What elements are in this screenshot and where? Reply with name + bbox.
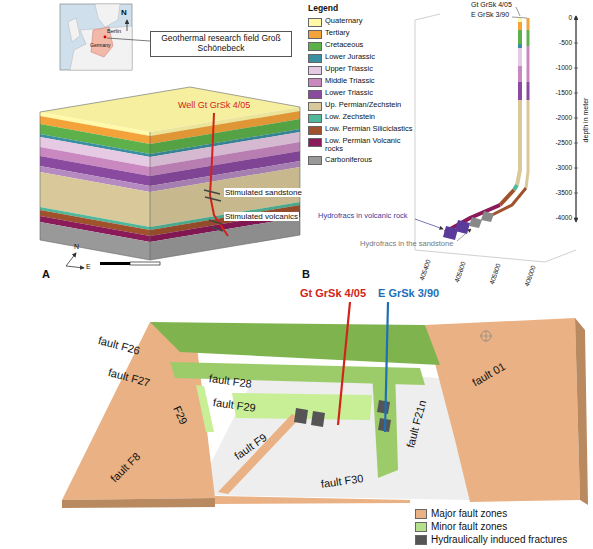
legend-text: Lower Jurassic [325, 53, 375, 61]
legend-text: Middle Triassic [325, 77, 375, 85]
depth-tick: -2000 [555, 114, 572, 121]
legend-text: Low. Zechstein [325, 113, 375, 121]
fault-model [62, 302, 588, 508]
stimulation-label: Stimulated volcanics [224, 212, 299, 221]
legend-text: Low. Permian Volcanic rocks [325, 137, 413, 154]
legend-text: Carboniferous [325, 156, 372, 164]
panel-letter: A [42, 268, 50, 281]
legend-swatch [415, 535, 427, 545]
city-label: Berlin [107, 28, 121, 34]
legend-text: Major fault zones [431, 508, 507, 519]
inset-map [60, 4, 150, 70]
legend-swatch [415, 509, 427, 519]
depth-tick: -3000 [555, 164, 572, 171]
easting-tick: 406000 [523, 265, 537, 288]
legend-swatch [308, 102, 322, 111]
well-label: E GrSk 3/90 [470, 11, 510, 19]
legend-text: Lower Triassic [325, 89, 373, 97]
legend-heading: Legend [308, 4, 338, 14]
compass-label: N [74, 243, 79, 251]
easting-tick: 405800 [488, 263, 502, 286]
fault-label: fault F21n [404, 399, 429, 450]
fault-label: F29 [171, 404, 190, 427]
legend-swatch [308, 54, 322, 63]
well-label: Well Gt GrSk 4/05 [178, 100, 250, 110]
legend-text: Up. Permian/Zechstein [325, 101, 401, 109]
legend-text: Hydraulically induced fractures [431, 534, 567, 545]
legend-swatch [308, 138, 322, 147]
country-label: Germany [90, 43, 111, 49]
legend-text: Low. Permian Siliciclastics [325, 125, 413, 133]
fault-label: fault F28 [208, 372, 252, 390]
legend-swatch [308, 30, 322, 39]
legend-swatch [308, 114, 322, 123]
legend-swatch [415, 522, 427, 532]
north-label: N [121, 8, 127, 17]
legend-text: Upper Triassic [325, 65, 373, 73]
depth-tick: -500 [559, 39, 572, 46]
legend-text: Quaternary [325, 17, 363, 25]
legend-text: Tertiary [325, 29, 350, 37]
fault-label: fault F30 [320, 472, 364, 490]
depth-tick: -3500 [555, 189, 572, 196]
compass-label: E [86, 263, 91, 271]
legend-text: Minor fault zones [431, 521, 507, 532]
fault-label: fault F29 [212, 396, 256, 414]
legend-text: Cretaceous [325, 41, 363, 49]
legend-swatch [308, 90, 322, 99]
fault-label: fault F26 [97, 334, 142, 357]
callout-box: Geothermal research field Groß Schönebec… [150, 31, 292, 57]
well-label: Gt GrSk 4/05 [470, 1, 513, 9]
fault-label: fault F8 [108, 450, 143, 485]
legend-swatch [308, 156, 322, 165]
hydrofrac-label: Hydrofracs in the sandstone [360, 240, 453, 249]
depth-tick: -1500 [555, 89, 572, 96]
stimulation-label: Stimulated sandstone [224, 188, 303, 197]
depth-tick: -1000 [555, 64, 572, 71]
easting-tick: 405600 [453, 261, 467, 284]
hydrofrac-label: Hydrofracs in volcanic rock [318, 212, 408, 221]
well-label: Gt GrSk 4/05 [300, 287, 366, 300]
block-model [40, 87, 300, 268]
legend-swatch [308, 78, 322, 87]
depth-tick: 0 [568, 14, 572, 21]
depth-tick: -2500 [555, 139, 572, 146]
fault-label: fault F27 [107, 366, 152, 389]
legend-swatch [308, 66, 322, 75]
legend-swatch [308, 126, 322, 135]
axis-title: depth in meter [582, 98, 590, 143]
panel-letter: B [302, 268, 310, 281]
easting-tick: 405400 [418, 259, 432, 282]
well-label: E GrSk 3/90 [378, 287, 439, 300]
legend-swatch [308, 18, 322, 27]
callout-text: Geothermal research field Groß Schönebec… [155, 34, 287, 54]
well-trajectory-view [415, 7, 578, 262]
depth-tick: -4000 [555, 214, 572, 221]
legend-swatch [308, 42, 322, 51]
fault-label: fault F9 [232, 431, 269, 462]
fault-label: fault 01 [470, 360, 508, 389]
